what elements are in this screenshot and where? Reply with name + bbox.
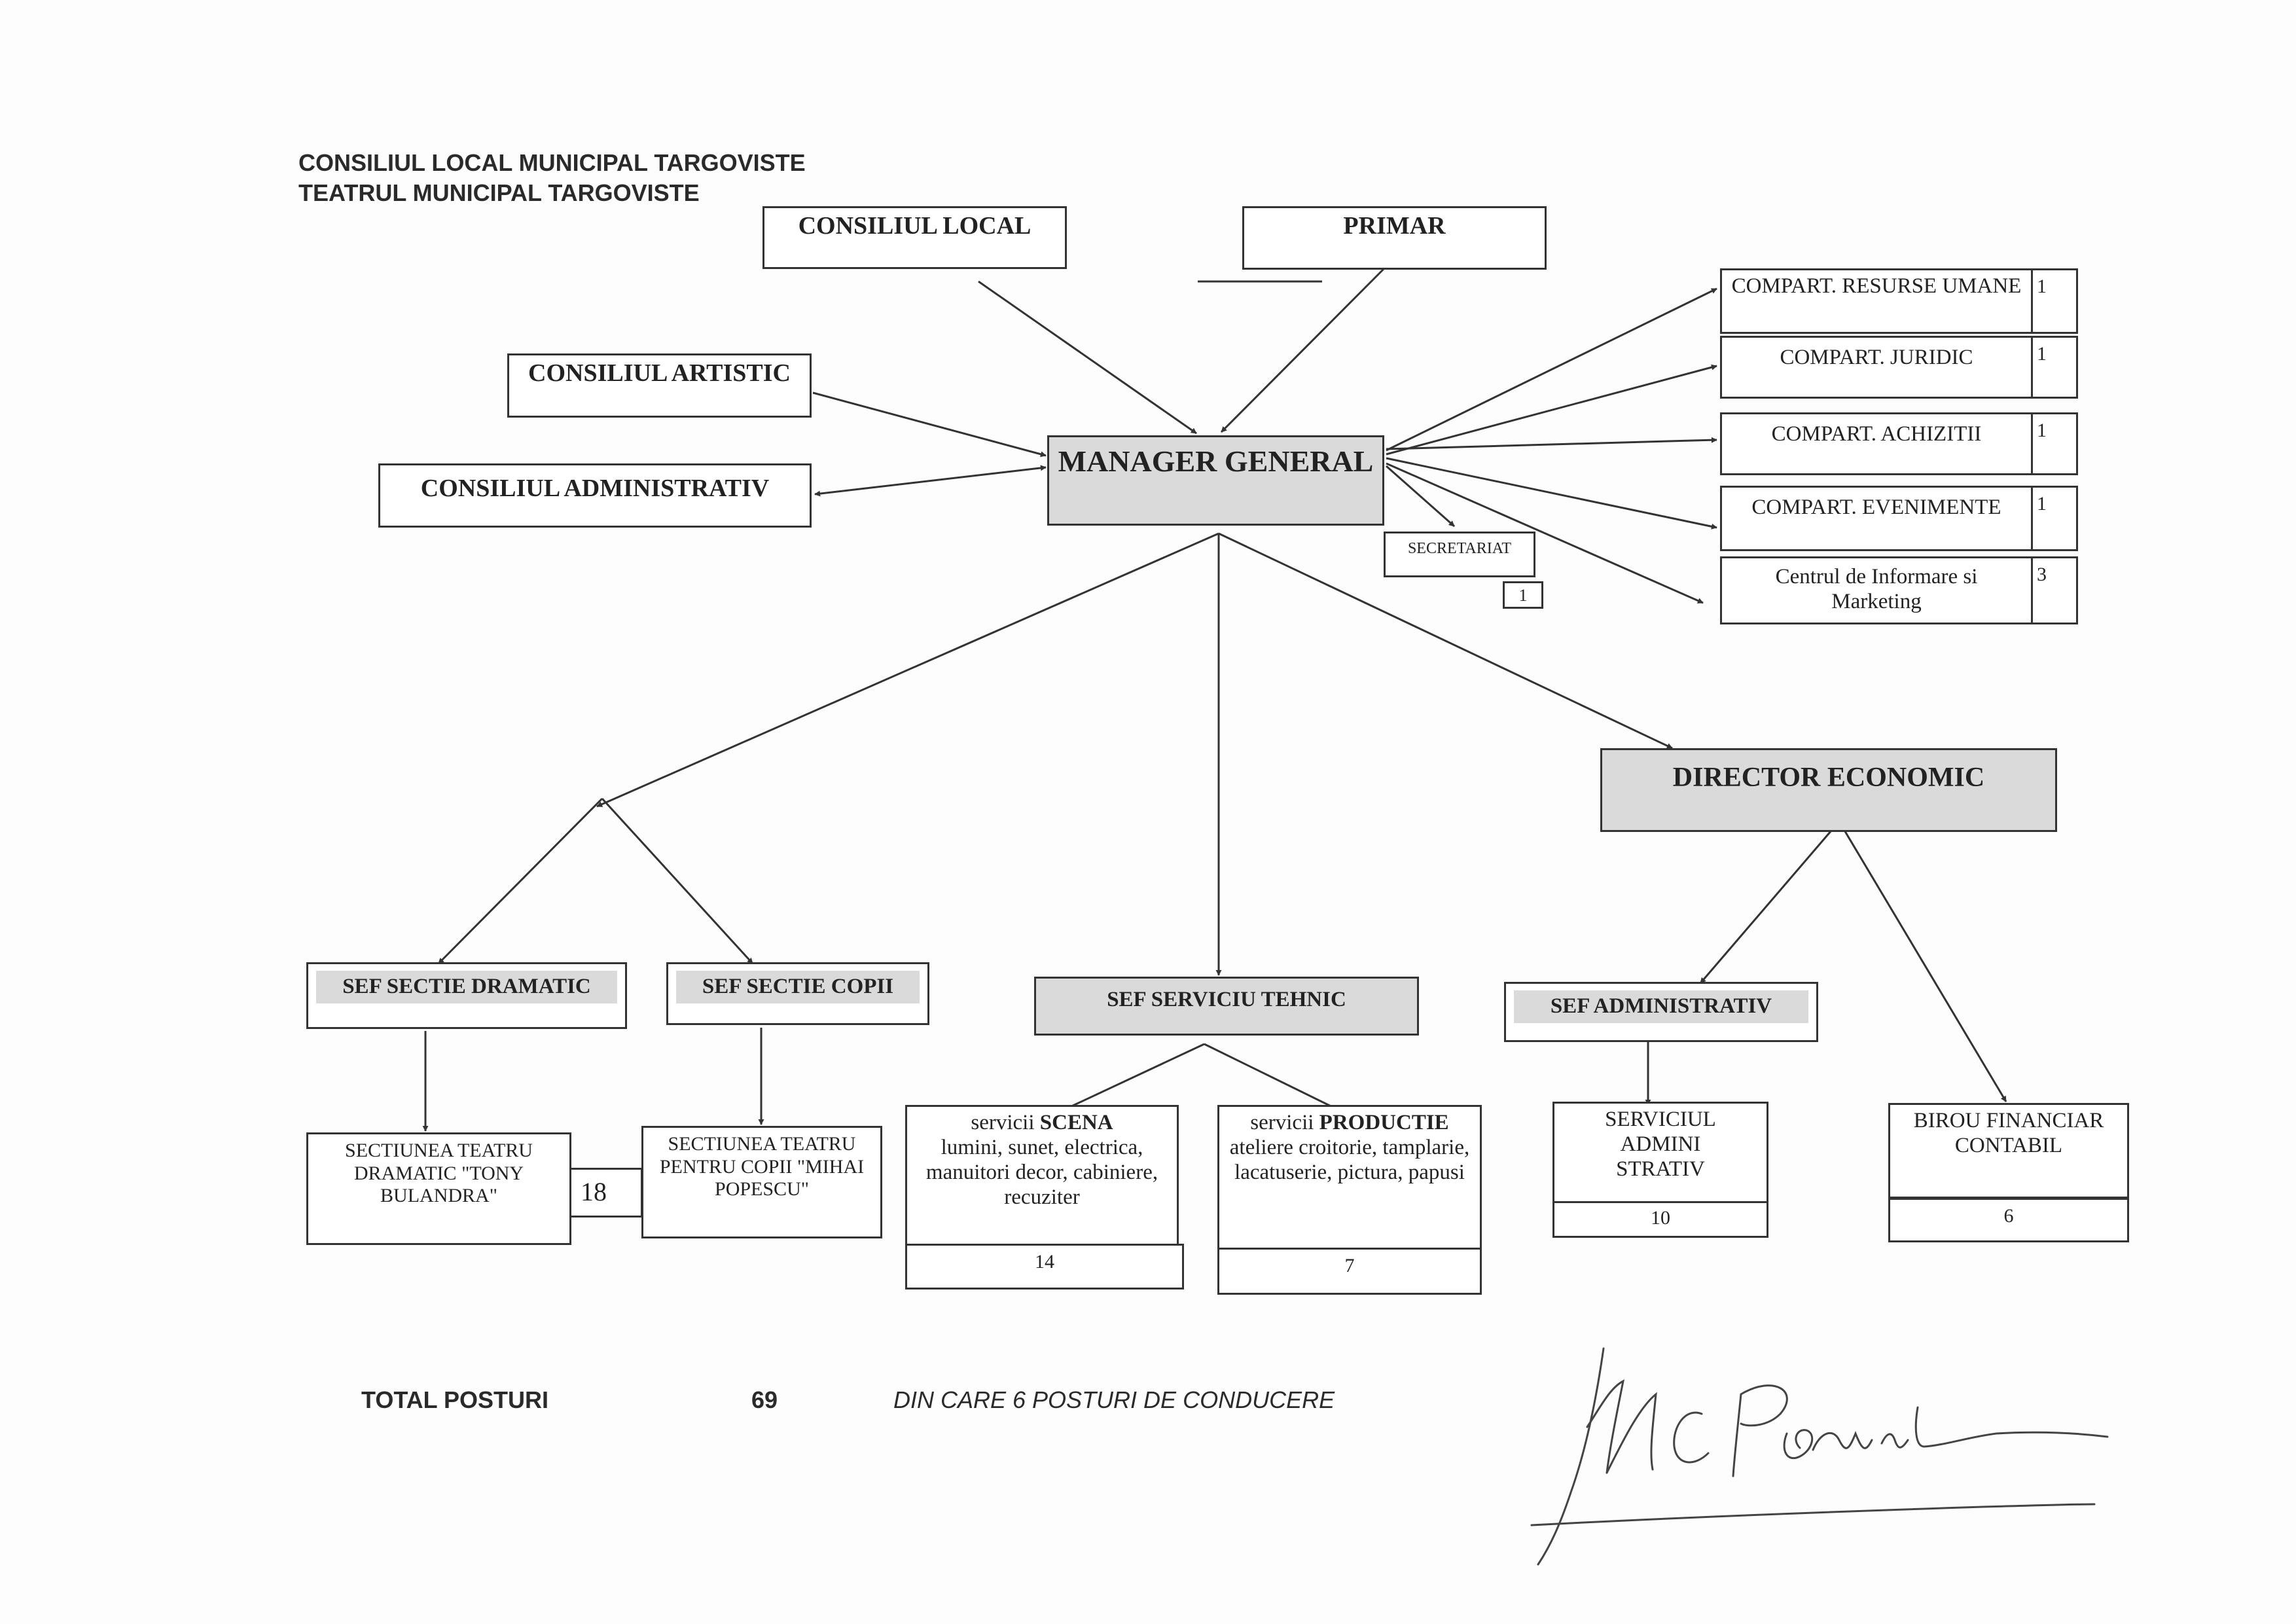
serviciul-administrativ-box: SERVICIUL ADMINI STRATIV xyxy=(1552,1102,1768,1204)
arrow-primar-manager xyxy=(1220,267,1386,433)
centrul-informare-count: 3 xyxy=(2031,556,2078,624)
compart-resurse-umane-count: 1 xyxy=(2031,268,2078,334)
sef-serviciu-tehnic-label: SEF SERVICIU TEHNIC xyxy=(1107,988,1346,1011)
total-posturi-label: TOTAL POSTURI xyxy=(361,1386,549,1413)
arrow-manager-director-economic xyxy=(1218,532,1673,749)
secretariat-box: SECRETARIAT xyxy=(1384,532,1535,577)
compart-achizitii-box: COMPART. ACHIZITII xyxy=(1720,412,2033,475)
arrow-manager-juridic xyxy=(1386,364,1717,456)
compart-juridic-label: COMPART. JURIDIC xyxy=(1780,346,1973,369)
productie-title: PRODUCTIE xyxy=(1319,1111,1449,1134)
consiliul-administrativ-box: CONSILIUL ADMINISTRATIV xyxy=(378,463,812,528)
scena-count: 14 xyxy=(905,1244,1184,1290)
sectiunea-dramatic-label: SECTIUNEA TEATRU DRAMATIC "TONY BULANDRA… xyxy=(345,1140,533,1206)
consiliul-local-box: CONSILIUL LOCAL xyxy=(762,206,1067,269)
arrow-manager-evenimente xyxy=(1386,457,1717,530)
arrow-consiliul-local-manager xyxy=(978,280,1197,435)
arrow-administrativ-manager xyxy=(814,465,1047,497)
consiliul-local-label: CONSILIUL LOCAL xyxy=(798,212,1031,240)
serviciul-administrativ-count: 10 xyxy=(1552,1201,1768,1238)
scena-detail: lumini, sunet, electrica, manuitori deco… xyxy=(925,1135,1158,1209)
director-economic-label: DIRECTOR ECONOMIC xyxy=(1672,763,1985,793)
header-line-1: CONSILIUL LOCAL MUNICIPAL TARGOVISTE xyxy=(298,149,806,176)
compart-juridic-count: 1 xyxy=(2031,336,2078,399)
compart-achizitii-label: COMPART. ACHIZITII xyxy=(1771,422,1982,446)
birou-financiar-label: BIROU FINANCIAR CONTABIL xyxy=(1913,1109,2104,1157)
manager-general-box: MANAGER GENERAL xyxy=(1047,435,1384,526)
compart-resurse-umane-label: COMPART. RESURSE UMANE xyxy=(1731,274,2022,298)
servicii-scena-box: servicii SCENA lumini, sunet, electrica,… xyxy=(905,1105,1179,1246)
posturi-conducere-note: DIN CARE 6 POSTURI DE CONDUCERE xyxy=(893,1386,1335,1413)
birou-financiar-count: 6 xyxy=(1888,1198,2129,1242)
secretariat-label: SECRETARIAT xyxy=(1407,540,1512,557)
secretariat-count: 1 xyxy=(1503,581,1543,609)
servicii-productie-box: servicii PRODUCTIE ateliere croitorie, t… xyxy=(1217,1105,1482,1250)
sef-sectie-dramatic-box: SEF SECTIE DRAMATIC xyxy=(306,962,627,1029)
compart-resurse-umane-box: COMPART. RESURSE UMANE xyxy=(1720,268,2033,334)
productie-count: 7 xyxy=(1217,1248,1482,1295)
primar-label: PRIMAR xyxy=(1343,212,1446,240)
arrow-branch-sef-dramatic xyxy=(437,797,603,965)
consiliul-administrativ-label: CONSILIUL ADMINISTRATIV xyxy=(420,475,770,502)
signature xyxy=(1530,1347,2109,1566)
arrow-tehnic-productie xyxy=(1204,1043,1342,1113)
compart-evenimente-label: COMPART. EVENIMENTE xyxy=(1751,496,2001,519)
total-posturi-value: 69 xyxy=(751,1386,778,1413)
sef-administrativ-box: SEF ADMINISTRATIV xyxy=(1504,982,1818,1042)
arrow-manager-centrul-informare xyxy=(1386,462,1704,604)
arrow-manager-branch xyxy=(596,532,1219,808)
consiliul-artistic-label: CONSILIUL ARTISTIC xyxy=(528,359,791,387)
arrow-tehnic-scena xyxy=(1060,1043,1205,1113)
arrow-manager-achizitii xyxy=(1386,437,1717,450)
sef-administrativ-label: SEF ADMINISTRATIV xyxy=(1514,990,1808,1023)
sectiuni-count: 18 xyxy=(569,1168,643,1218)
compart-achizitii-count: 1 xyxy=(2031,412,2078,475)
compart-evenimente-box: COMPART. EVENIMENTE xyxy=(1720,486,2033,551)
consiliul-artistic-box: CONSILIUL ARTISTIC xyxy=(507,353,812,418)
sef-sectie-dramatic-label: SEF SECTIE DRAMATIC xyxy=(316,971,617,1003)
productie-prefix: servicii xyxy=(1250,1111,1319,1134)
arrow-artistic-manager xyxy=(812,391,1047,458)
centrul-informare-label: Centrul de Informare si Marketing xyxy=(1775,565,1978,613)
sef-sectie-copii-box: SEF SECTIE COPII xyxy=(666,962,929,1025)
primar-box: PRIMAR xyxy=(1242,206,1547,270)
birou-financiar-box: BIROU FINANCIAR CONTABIL xyxy=(1888,1103,2129,1199)
header-line-2: TEATRUL MUNICIPAL TARGOVISTE xyxy=(298,179,700,206)
productie-detail: ateliere croitorie, tamplarie, lacatuser… xyxy=(1229,1135,1470,1184)
arrow-director-birou-financiar xyxy=(1838,821,2007,1102)
manager-general-label: MANAGER GENERAL xyxy=(1058,444,1374,478)
sectiunea-copii-box: SECTIUNEA TEATRU PENTRU COPII "MIHAI POP… xyxy=(641,1126,882,1238)
arrow-branch-sef-copii xyxy=(601,797,754,965)
scena-title: SCENA xyxy=(1039,1111,1113,1134)
sef-sectie-copii-label: SEF SECTIE COPII xyxy=(676,971,920,1003)
compart-juridic-box: COMPART. JURIDIC xyxy=(1720,336,2033,399)
arrow-manager-resurse-umane xyxy=(1386,287,1717,452)
director-economic-box: DIRECTOR ECONOMIC xyxy=(1600,748,2057,832)
sectiunea-dramatic-box: SECTIUNEA TEATRU DRAMATIC "TONY BULANDRA… xyxy=(306,1132,571,1245)
centrul-informare-box: Centrul de Informare si Marketing xyxy=(1720,556,2033,624)
sef-serviciu-tehnic-box: SEF SERVICIU TEHNIC xyxy=(1034,977,1419,1036)
sectiunea-copii-label: SECTIUNEA TEATRU PENTRU COPII "MIHAI POP… xyxy=(659,1133,865,1200)
compart-evenimente-count: 1 xyxy=(2031,486,2078,551)
scena-prefix: servicii xyxy=(971,1111,1040,1134)
arrow-director-sef-administrativ xyxy=(1699,821,1840,984)
arrow-manager-secretariat xyxy=(1386,465,1455,528)
serviciul-administrativ-label: SERVICIUL ADMINI STRATIV xyxy=(1605,1108,1716,1181)
